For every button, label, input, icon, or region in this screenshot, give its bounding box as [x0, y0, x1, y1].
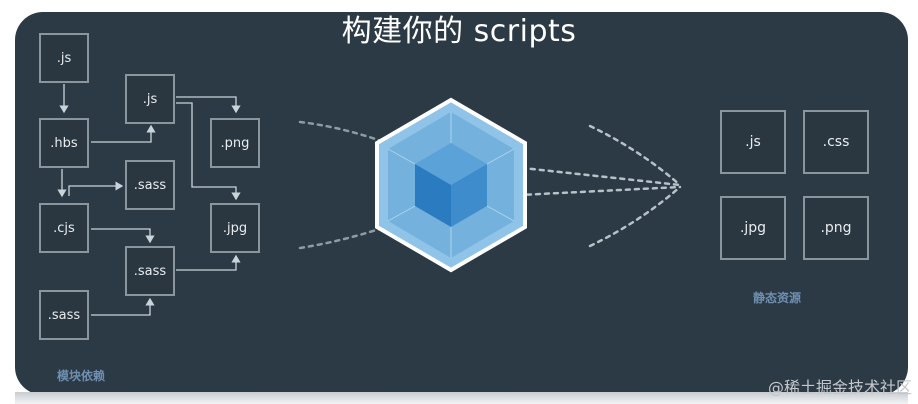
module-box-cjs: .cjs: [39, 203, 89, 253]
asset-box-jpg: .jpg: [720, 196, 786, 260]
asset-box-css: .css: [803, 110, 869, 174]
asset-box-js: .js: [720, 110, 786, 174]
module-box-js: .js: [39, 33, 89, 83]
module-box-sass-2: .sass: [125, 246, 175, 296]
edge-cjs-sass1: [68, 181, 124, 196]
page-title: 构建你的 scripts: [341, 14, 577, 49]
output-line-bottom: [498, 185, 682, 198]
module-box-jpg: .jpg: [210, 203, 260, 253]
webpack-cube-icon: [375, 97, 527, 273]
module-box-png: .png: [210, 118, 260, 168]
assets-caption: 静态资源: [753, 291, 802, 305]
output-curve-bottom: [588, 185, 682, 248]
edge-js2-png: [176, 96, 241, 114]
edge-sass2-jpg: [176, 254, 241, 271]
modules-caption: 模块依赖: [57, 369, 106, 383]
panel-shadow: [15, 392, 908, 404]
edge-hbs-js2: [91, 124, 156, 143]
module-box-hbs: .hbs: [39, 118, 89, 168]
module-box-sass-3: .sass: [39, 290, 89, 340]
edge-js2-jpg: [176, 102, 241, 201]
watermark: @稀土掘金技术社区: [767, 378, 912, 397]
asset-box-png: .png: [803, 196, 869, 260]
module-box-sass: .sass: [125, 160, 175, 210]
module-box-js-2: .js: [125, 74, 175, 124]
output-curve-top: [588, 124, 682, 187]
edge-cjs-sass2: [91, 228, 155, 244]
edge-sass3-sass2: [91, 297, 155, 316]
